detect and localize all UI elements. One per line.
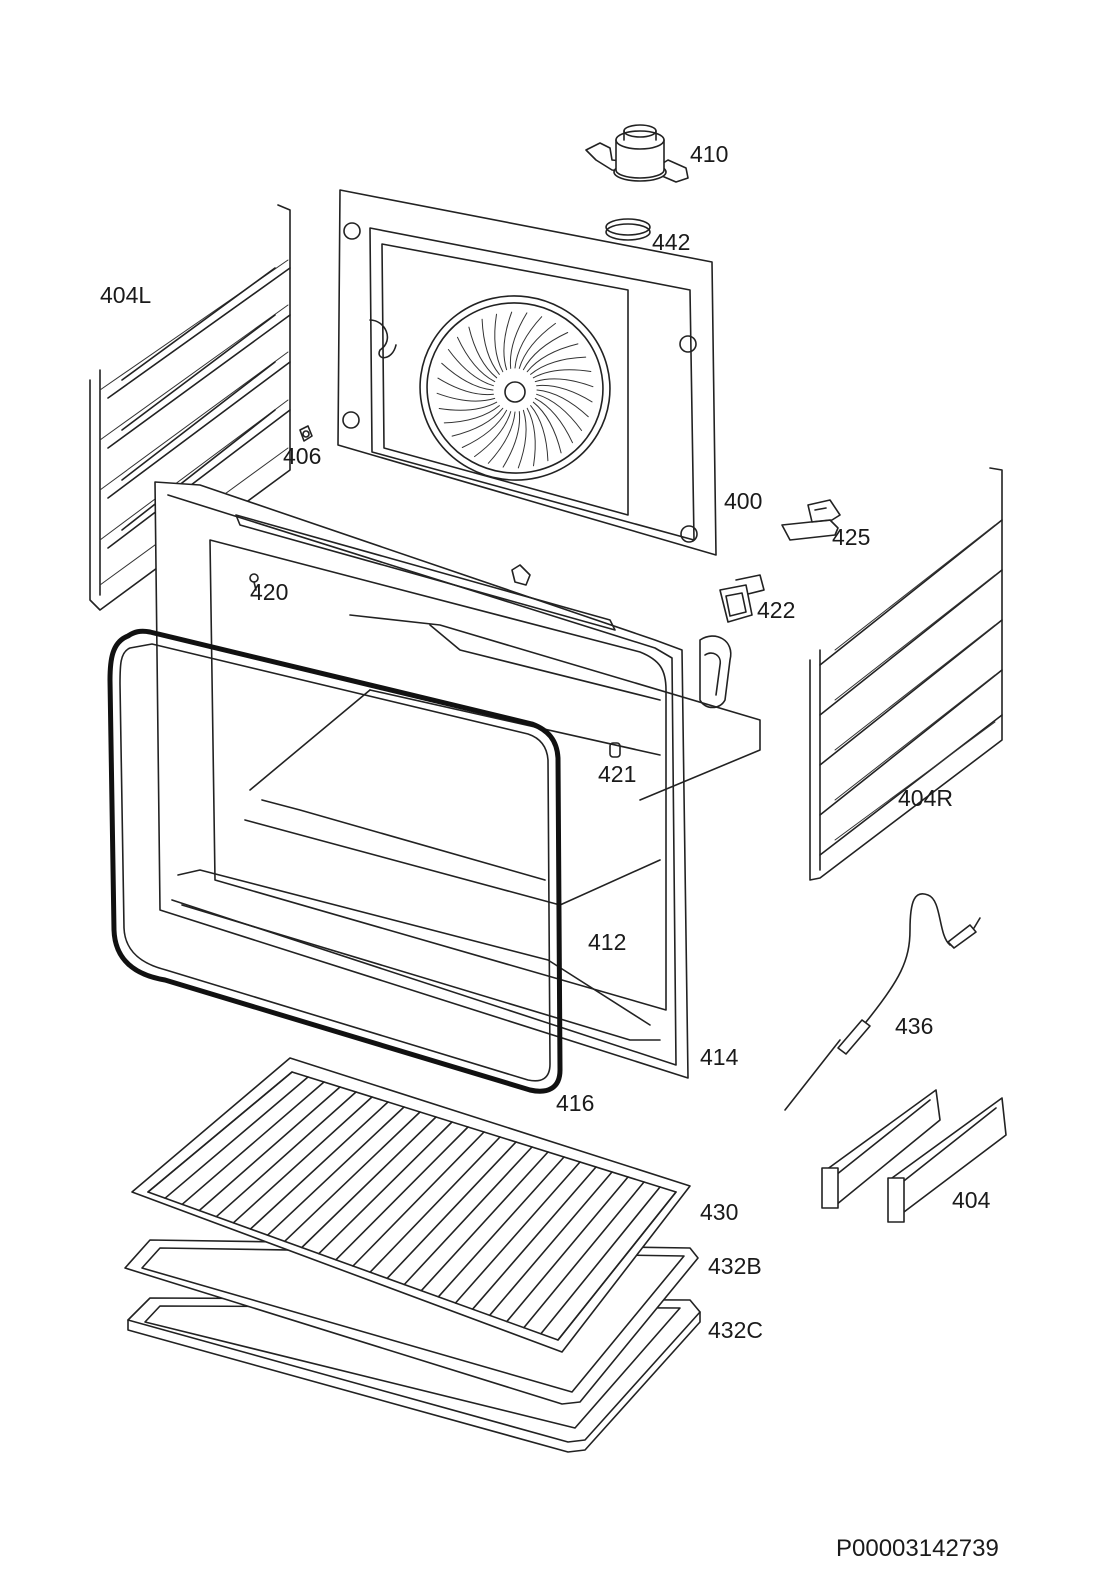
grill-wire bbox=[369, 1136, 501, 1273]
fan-slot bbox=[534, 378, 594, 388]
callout-416: 416 bbox=[556, 1090, 594, 1116]
fan-slot bbox=[438, 401, 498, 411]
grill-wire bbox=[523, 1181, 645, 1329]
part-416-drawing bbox=[107, 628, 563, 1094]
grill-wire bbox=[540, 1186, 661, 1335]
part-420-drawing bbox=[249, 573, 259, 591]
part-436-drawing bbox=[784, 893, 981, 1111]
grill-wire bbox=[147, 1071, 293, 1193]
fan-slot bbox=[526, 343, 579, 373]
grill-wire bbox=[266, 1106, 405, 1236]
grill-wire bbox=[301, 1116, 437, 1249]
grill-wire bbox=[198, 1086, 341, 1212]
callout-400: 400 bbox=[724, 488, 762, 514]
grill-wire bbox=[335, 1126, 469, 1261]
grill-wire bbox=[454, 1161, 581, 1304]
grill-wire bbox=[249, 1101, 389, 1230]
part-410-drawing bbox=[585, 124, 689, 183]
part-442-drawing bbox=[605, 218, 651, 241]
fan-slot bbox=[468, 326, 498, 379]
callout-414: 414 bbox=[700, 1044, 739, 1070]
callout-404L: 404L bbox=[100, 282, 151, 308]
fan-slot bbox=[522, 332, 569, 371]
grill-wire bbox=[318, 1121, 453, 1255]
fan-slot bbox=[441, 362, 494, 391]
fan-slot bbox=[536, 393, 583, 431]
fan-slot bbox=[436, 392, 496, 402]
fan-slot bbox=[447, 349, 494, 387]
grill-wire bbox=[232, 1096, 373, 1224]
fan-slot bbox=[530, 405, 549, 462]
grill-wire bbox=[386, 1141, 517, 1280]
part-404R-drawing bbox=[809, 467, 1003, 881]
grill-wire bbox=[164, 1076, 309, 1199]
grill-wire bbox=[403, 1146, 533, 1286]
grill-wire bbox=[352, 1131, 485, 1267]
grill-wire bbox=[283, 1111, 421, 1243]
callout-406: 406 bbox=[283, 443, 321, 469]
drawing-code: P00003142739 bbox=[836, 1535, 999, 1562]
fan-slot bbox=[514, 316, 543, 369]
callout-410: 410 bbox=[690, 141, 728, 167]
part-425-drawing bbox=[781, 499, 841, 541]
callout-404: 404 bbox=[952, 1187, 991, 1213]
callout-432B: 432B bbox=[708, 1253, 762, 1279]
grill-wire bbox=[471, 1166, 597, 1310]
fan-slot bbox=[530, 356, 587, 375]
part-421-drawing bbox=[609, 742, 621, 758]
callout-421: 421 bbox=[598, 761, 636, 787]
callout-425: 425 bbox=[832, 524, 870, 550]
grill-wire bbox=[420, 1151, 549, 1292]
fan-slot bbox=[451, 407, 504, 437]
callout-430: 430 bbox=[700, 1199, 738, 1225]
fan-slot bbox=[494, 313, 504, 373]
fan-slot bbox=[536, 384, 593, 403]
callout-442: 442 bbox=[652, 229, 690, 255]
grill-wire bbox=[506, 1176, 629, 1323]
fan-slot bbox=[518, 322, 556, 369]
grill-wire bbox=[437, 1156, 565, 1298]
callout-432C: 432C bbox=[708, 1317, 763, 1343]
fan-slot bbox=[487, 411, 516, 464]
part-404L-drawing bbox=[89, 204, 291, 611]
part-406-drawing bbox=[299, 425, 313, 442]
part-422-drawing bbox=[719, 574, 765, 623]
fan-slot bbox=[503, 311, 513, 371]
fan-slot bbox=[532, 369, 592, 379]
grill-wire bbox=[215, 1091, 357, 1218]
fan-slot bbox=[517, 409, 527, 469]
fan-slot bbox=[532, 401, 562, 454]
part-404-drawing bbox=[821, 1089, 1007, 1223]
fan-slot bbox=[457, 336, 496, 383]
part-414-drawing bbox=[154, 481, 761, 1079]
fan-slot bbox=[534, 397, 573, 444]
fan-slot bbox=[481, 318, 500, 375]
fan-slot bbox=[437, 377, 494, 396]
grill-wire bbox=[181, 1081, 325, 1206]
grill-wire bbox=[488, 1171, 613, 1317]
fan-slot bbox=[474, 411, 512, 458]
fan-slot bbox=[502, 411, 521, 468]
part-400-drawing bbox=[337, 189, 717, 556]
grill-wire bbox=[557, 1191, 677, 1341]
callout-436: 436 bbox=[895, 1013, 933, 1039]
fan-slot bbox=[536, 389, 589, 418]
fan-slot bbox=[509, 312, 528, 369]
callout-422: 422 bbox=[757, 597, 795, 623]
fan-slot bbox=[526, 407, 536, 467]
fan-slot bbox=[461, 409, 508, 448]
callout-420: 420 bbox=[250, 579, 288, 605]
callout-404R: 404R bbox=[898, 785, 953, 811]
callout-412: 412 bbox=[588, 929, 626, 955]
fan-slot bbox=[443, 405, 500, 424]
part-430-drawing bbox=[131, 1057, 691, 1353]
